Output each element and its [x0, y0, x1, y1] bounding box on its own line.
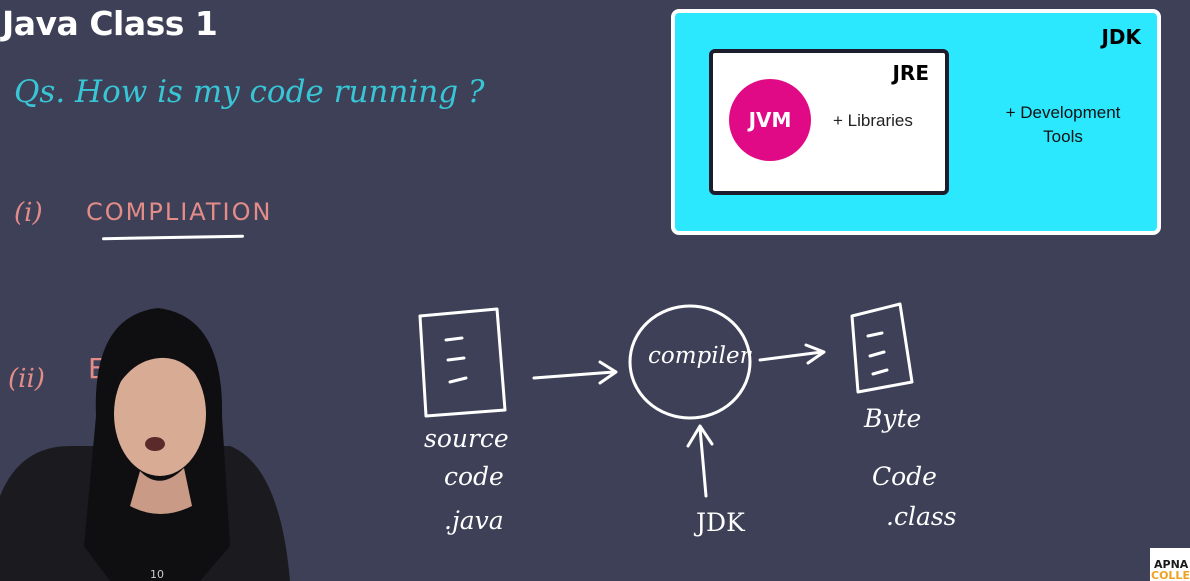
compiler-label: compiler: [648, 343, 751, 369]
apna-college-logo: APNA COLLEGE: [1150, 548, 1190, 581]
compiler-circle: [628, 304, 752, 420]
arrow-to-compiler: [532, 360, 618, 385]
bytecode-file-icon: [850, 302, 914, 394]
bytecode-label-line3: .class: [886, 502, 957, 531]
bytecode-label-line2: Code: [872, 462, 937, 491]
jdk-arrow: [686, 424, 714, 498]
shirt-text: 10: [150, 568, 164, 581]
source-label-line3: .java: [444, 506, 504, 535]
question-note: Qs. How is my code running ?: [14, 74, 485, 110]
jvm-label: JVM: [748, 108, 792, 132]
jdk-box: JDK + Development Tools JRE JVM + Librar…: [671, 9, 1161, 235]
jdk-input-label: JDK: [696, 508, 745, 537]
lesson-title: Java Class 1: [2, 4, 218, 43]
step1-number: (i): [14, 198, 43, 228]
bytecode-label-line1: Byte: [864, 404, 922, 433]
jre-box: JRE JVM + Libraries: [709, 49, 949, 195]
jre-label: JRE: [892, 61, 929, 85]
step2-number: (ii): [8, 364, 45, 394]
jvm-circle: JVM: [729, 79, 811, 161]
source-label-line1: source: [424, 424, 509, 453]
step1-label: COMPLIATION: [86, 198, 273, 226]
dev-tools-label: + Development Tools: [1005, 103, 1121, 146]
source-label-line2: code: [444, 462, 504, 491]
source-file-icon: [418, 307, 507, 418]
jdk-label: JDK: [1101, 25, 1141, 49]
logo-line2: COLLEGE: [1151, 569, 1190, 581]
arrow-to-bytecode: [758, 343, 826, 365]
logo-line1: APNA: [1154, 558, 1189, 571]
presenter-video: 10: [0, 308, 290, 581]
libraries-label: + Libraries: [833, 111, 913, 130]
